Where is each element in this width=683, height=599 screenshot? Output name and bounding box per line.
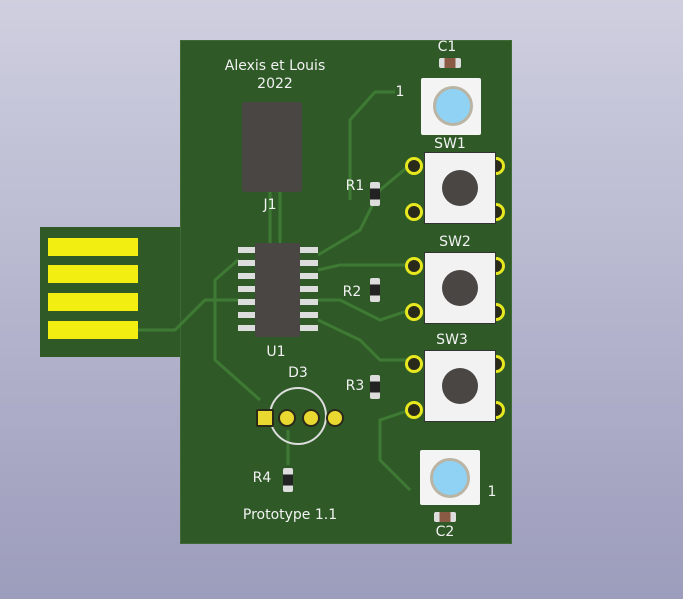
r4-resistor xyxy=(283,468,293,492)
r2-label: R2 xyxy=(342,284,362,300)
j1-pin-header xyxy=(242,102,302,192)
usb-pad xyxy=(48,238,138,256)
board-year: 2022 xyxy=(257,76,293,92)
usb-pad xyxy=(48,265,138,283)
sw2-switch[interactable] xyxy=(424,252,496,324)
d3-pad xyxy=(302,409,320,427)
sw-pad xyxy=(405,303,423,321)
c1-capacitor xyxy=(439,58,461,68)
led-bottom xyxy=(420,450,480,505)
pin1-label: 1 xyxy=(487,484,497,500)
u1-chip xyxy=(255,243,300,337)
j1-label: J1 xyxy=(263,197,277,213)
usb-pad xyxy=(48,293,138,311)
led-lens xyxy=(430,458,470,498)
r1-resistor xyxy=(370,182,380,206)
usb-pad xyxy=(48,321,138,339)
led-top xyxy=(421,78,481,135)
d3-label: D3 xyxy=(288,365,308,381)
r4-label: R4 xyxy=(252,470,272,486)
c2-capacitor xyxy=(434,512,456,522)
sw3-label: SW3 xyxy=(436,332,468,348)
d3-pad xyxy=(326,409,344,427)
c2-label: C2 xyxy=(435,524,455,540)
sw-pad xyxy=(405,401,423,419)
sw-pad xyxy=(405,157,423,175)
sw3-button[interactable] xyxy=(442,368,478,404)
sw1-switch[interactable] xyxy=(424,152,496,224)
sw2-label: SW2 xyxy=(439,234,471,250)
r2-resistor xyxy=(370,278,380,302)
c1-label: C1 xyxy=(437,39,457,55)
led-lens xyxy=(433,86,473,126)
sw-pad xyxy=(405,203,423,221)
board-title: Alexis et Louis xyxy=(224,58,326,74)
r1-label: R1 xyxy=(345,178,365,194)
sw1-button[interactable] xyxy=(442,170,478,206)
r3-resistor xyxy=(370,375,380,399)
sw-pad xyxy=(405,257,423,275)
sw1-label: SW1 xyxy=(434,136,466,152)
d3-pad xyxy=(256,409,274,427)
sw-pad xyxy=(405,355,423,373)
board-version: Prototype 1.1 xyxy=(242,507,338,523)
pin1-label: 1 xyxy=(395,84,405,100)
sw2-button[interactable] xyxy=(442,270,478,306)
sw3-switch[interactable] xyxy=(424,350,496,422)
r3-label: R3 xyxy=(345,378,365,394)
d3-pad xyxy=(278,409,296,427)
u1-label: U1 xyxy=(266,344,286,360)
